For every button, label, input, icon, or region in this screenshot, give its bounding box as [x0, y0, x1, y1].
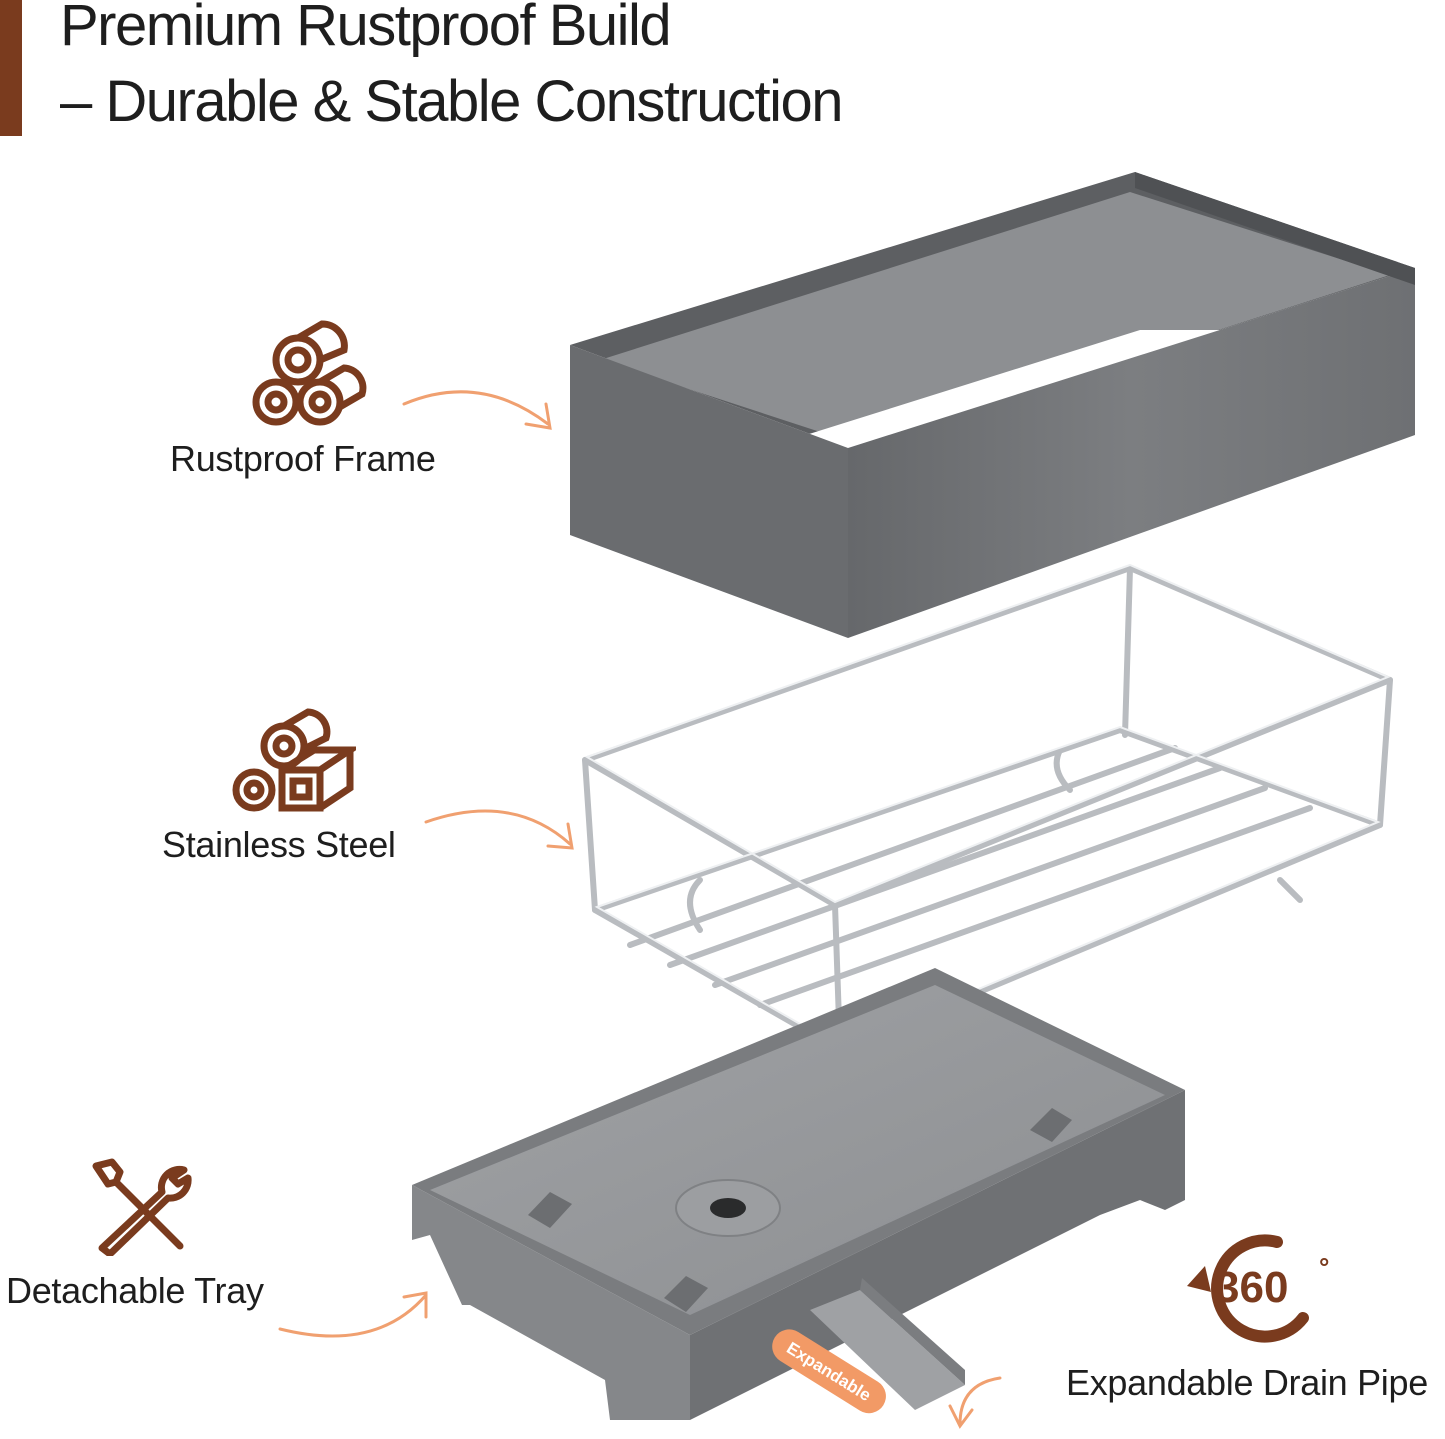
title-line-1: Premium Rustproof Build	[60, 0, 672, 58]
degree-symbol: °	[1319, 1252, 1329, 1282]
feature-label-detachable-tray: Detachable Tray	[6, 1270, 264, 1311]
expandable-tag: Expandable	[772, 1329, 886, 1414]
frame-component	[570, 172, 1415, 638]
feature-label-rustproof-frame: Rustproof Frame	[170, 438, 436, 479]
rotation-value: 360	[1215, 1263, 1288, 1312]
rotate-360-icon: 360 °	[1187, 1234, 1329, 1343]
title-accent-bar	[0, 0, 22, 136]
logs-and-block-icon	[232, 708, 356, 812]
page-title: Premium Rustproof Build – Durable & Stab…	[60, 0, 844, 140]
screwdriver-wrench-icon	[92, 1158, 192, 1256]
drain-tray-component	[412, 968, 1185, 1420]
arrow-to-drain	[948, 1376, 1002, 1429]
wire-basket-component	[582, 565, 1393, 1053]
arrow-to-basket	[424, 809, 574, 850]
feature-label-stainless-steel: Stainless Steel	[162, 824, 396, 865]
feature-label-expandable-drain-pipe: Expandable Drain Pipe	[1066, 1362, 1428, 1403]
arrow-to-tray	[278, 1291, 428, 1338]
logs-icon	[252, 320, 367, 426]
title-line-2: – Durable & Stable Construction	[60, 69, 844, 134]
arrow-to-frame	[402, 390, 552, 430]
